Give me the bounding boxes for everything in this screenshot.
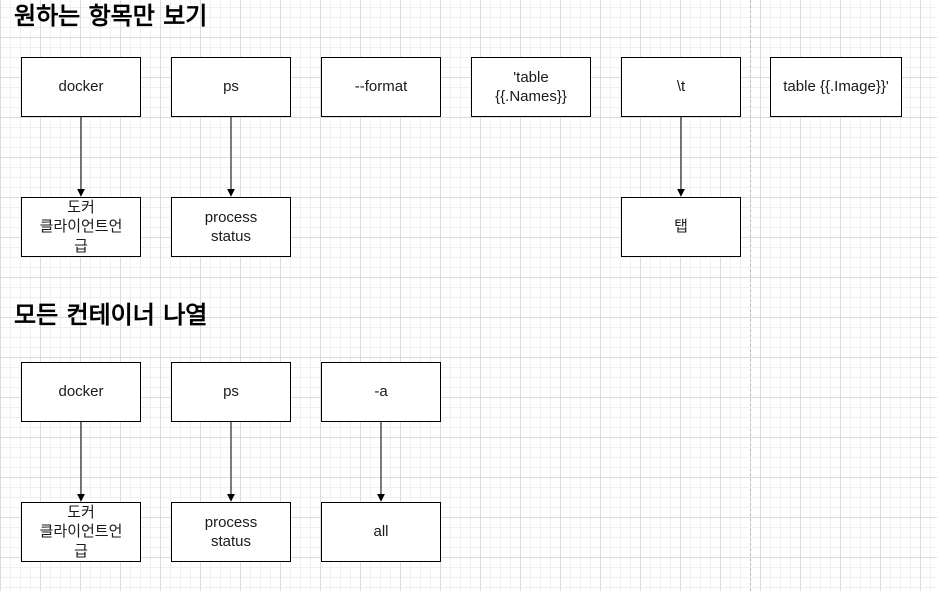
node-label: 'table {{.Names}}	[495, 68, 567, 106]
node-docker-client[interactable]: 도커 클라이언트언 급	[21, 502, 141, 562]
node-tab[interactable]: 탭	[621, 197, 741, 257]
node-label: 탭	[674, 218, 688, 236]
node-docker[interactable]: docker	[21, 362, 141, 422]
node-label: 도커 클라이언트언 급	[39, 198, 123, 255]
node-label: table {{.Image}}'	[783, 78, 889, 96]
section-heading-list-all: 모든 컨테이너 나열	[14, 301, 208, 329]
node-label: ps	[223, 78, 239, 96]
node-process-status[interactable]: process status	[171, 502, 291, 562]
node-table-image[interactable]: table {{.Image}}'	[770, 57, 902, 117]
node-label: --format	[354, 78, 408, 96]
page-break-divider	[750, 0, 751, 591]
node-label: 도커 클라이언트언 급	[39, 503, 123, 560]
node-label: docker	[58, 78, 104, 96]
node-ps[interactable]: ps	[171, 57, 291, 117]
section-heading-filter: 원하는 항목만 보기	[14, 2, 208, 30]
node-label: ps	[223, 383, 239, 401]
node-label: \t	[676, 78, 686, 96]
node-label: all	[373, 523, 389, 541]
node-all-flag[interactable]: -a	[321, 362, 441, 422]
node-process-status[interactable]: process status	[171, 197, 291, 257]
node-label: process status	[204, 208, 258, 246]
node-docker-client[interactable]: 도커 클라이언트언 급	[21, 197, 141, 257]
node-label: process status	[204, 513, 258, 551]
node-format[interactable]: --format	[321, 57, 441, 117]
node-docker[interactable]: docker	[21, 57, 141, 117]
node-label: docker	[58, 383, 104, 401]
node-label: -a	[374, 383, 388, 401]
node-all[interactable]: all	[321, 502, 441, 562]
node-table-names[interactable]: 'table {{.Names}}	[471, 57, 591, 117]
node-ps[interactable]: ps	[171, 362, 291, 422]
node-tab-escape[interactable]: \t	[621, 57, 741, 117]
